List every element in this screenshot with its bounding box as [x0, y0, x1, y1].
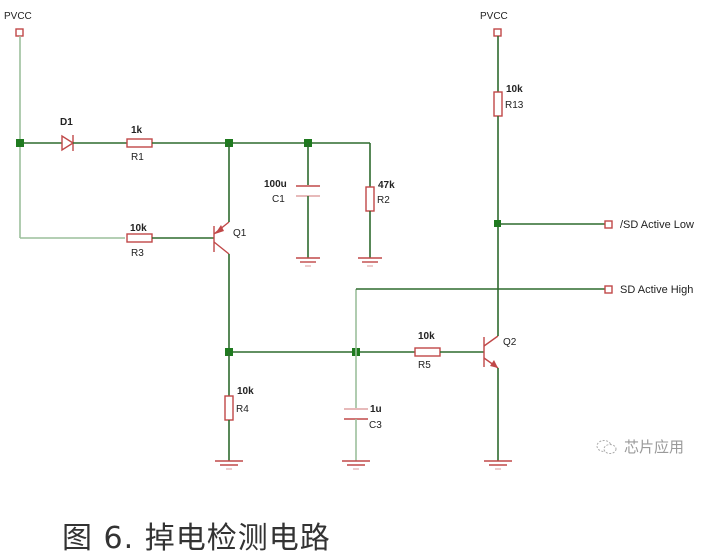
- port-sd-high: [604, 285, 613, 294]
- c1-value: 100u: [264, 179, 287, 190]
- figure-caption: 图 6. 掉电检测电路: [62, 521, 331, 556]
- resistor-r2: [365, 186, 375, 212]
- r1-value: 1k: [131, 125, 143, 136]
- sd-high-label: SD Active High: [620, 284, 693, 296]
- ground-r2: [358, 257, 382, 267]
- diode-d1: [61, 134, 75, 152]
- watermark: 芯片应用: [596, 436, 684, 457]
- r4-value: 10k: [237, 386, 254, 397]
- resistor-r13: [493, 91, 503, 117]
- r4-ref: R4: [236, 404, 249, 415]
- transistor-q2: [483, 335, 499, 369]
- pvcc-left-label: PVCC: [4, 11, 32, 22]
- q1-label: Q1: [233, 228, 247, 239]
- resistor-r5: [414, 347, 441, 357]
- d1-label: D1: [60, 117, 73, 128]
- resistor-r3: [126, 233, 153, 243]
- node-left: [16, 139, 24, 147]
- node-sd-low: [494, 220, 501, 227]
- r3-value: 10k: [130, 223, 147, 234]
- c3-ref: C3: [369, 420, 382, 431]
- port-sd-low: [604, 220, 613, 229]
- ground-c3: [342, 460, 370, 470]
- sd-low-label: /SD Active Low: [620, 219, 694, 231]
- transistor-q1: [213, 221, 230, 255]
- r2-ref: R2: [377, 195, 390, 206]
- resistor-r1: [126, 138, 153, 148]
- q2-label: Q2: [503, 337, 517, 348]
- r1-ref: R1: [131, 152, 144, 163]
- wechat-icon: [596, 439, 618, 455]
- watermark-text: 芯片应用: [624, 438, 685, 456]
- r3-ref: R3: [131, 248, 144, 259]
- pvcc-right-port: [493, 28, 502, 37]
- ground-q2: [484, 460, 512, 470]
- r5-value: 10k: [418, 331, 435, 342]
- ground-c1: [296, 257, 320, 267]
- ground-r4: [215, 460, 243, 470]
- c3-value: 1u: [370, 404, 382, 415]
- c1-ref: C1: [272, 194, 285, 205]
- pvcc-left-port: [15, 28, 24, 37]
- schematic-diagram: PVCC D1 1k R1 100u C1 47k R2 10k R3: [4, 11, 694, 470]
- r13-ref: R13: [505, 100, 524, 111]
- r2-value: 47k: [378, 180, 395, 191]
- r13-value: 10k: [506, 84, 523, 95]
- pvcc-right-label: PVCC: [480, 11, 508, 22]
- r5-ref: R5: [418, 360, 431, 371]
- resistor-r4: [224, 395, 234, 421]
